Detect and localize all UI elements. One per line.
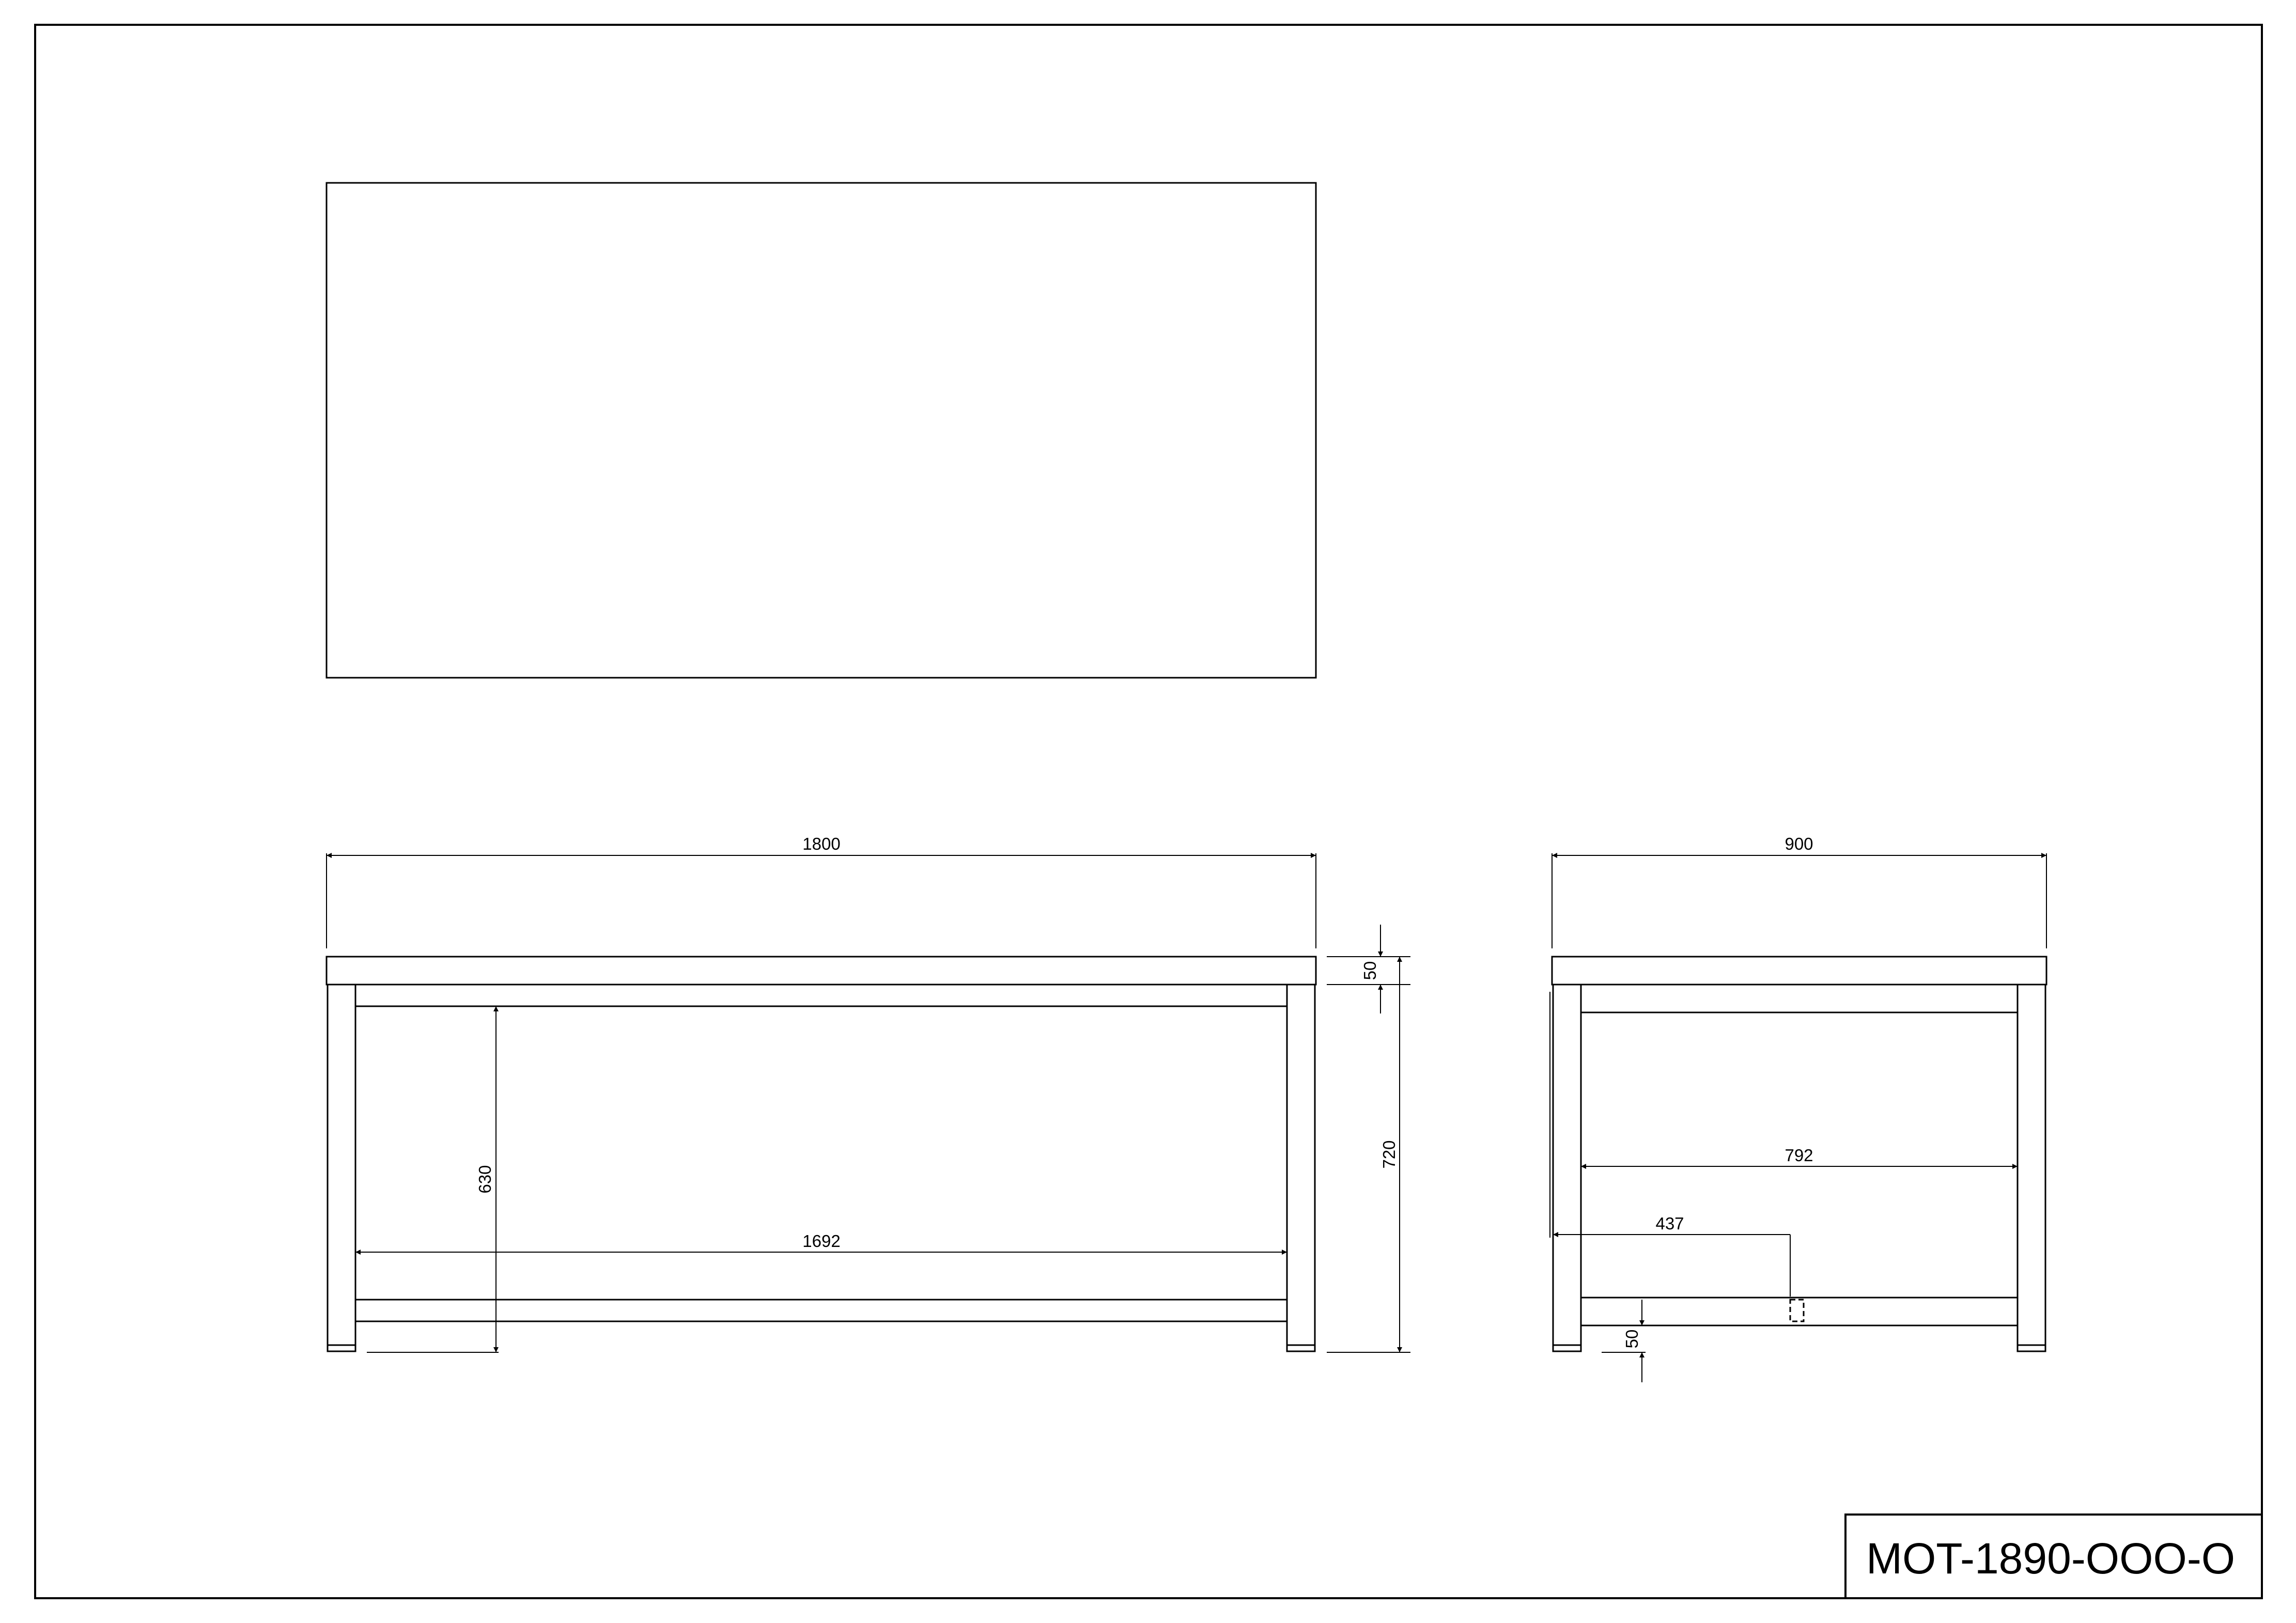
side-right-leg	[2016, 984, 2046, 1352]
side-tabletop	[1551, 956, 2047, 986]
hidden-foot-detail	[1789, 1299, 1805, 1322]
side-left-leg	[1552, 984, 1582, 1352]
dimension-overall-height: 720	[1327, 957, 1410, 1353]
dimension-clear-height: 630	[367, 1006, 499, 1353]
dimension-label-50-top: 50	[1360, 961, 1379, 980]
dimension-center-offset: 437	[1553, 1214, 1791, 1297]
side-upper-rail	[1580, 984, 2019, 1013]
side-lower-rail	[1580, 1297, 2019, 1327]
title-block-frame	[1844, 1513, 2263, 1599]
dimension-inner-width: 1692	[355, 1231, 1287, 1255]
front-left-leg	[327, 984, 356, 1352]
side-view: 900 792 437 50	[1549, 834, 2047, 1382]
sheet-border	[34, 24, 2263, 1599]
dimension-label-1800: 1800	[802, 834, 840, 853]
dimension-bottom-clearance: 50	[1602, 1300, 1646, 1382]
front-right-leg	[1286, 984, 1316, 1352]
dimension-inner-depth: 792	[1581, 1146, 2018, 1169]
front-upper-rail	[354, 984, 1288, 1007]
front-lower-rail	[354, 1299, 1288, 1322]
dimension-label-437: 437	[1655, 1214, 1684, 1233]
dimension-label-630: 630	[475, 1165, 494, 1193]
dimension-label-900: 900	[1785, 834, 1813, 853]
title-block: MOT-1890-OOO-O	[1844, 1513, 2263, 1599]
front-tabletop	[325, 956, 1317, 986]
dimension-label-1692: 1692	[802, 1231, 840, 1251]
top-view-tabletop	[325, 182, 1317, 679]
dimension-label-50-bottom: 50	[1622, 1330, 1641, 1349]
dimension-top-thickness: 50	[1327, 925, 1410, 1013]
dimension-overall-depth: 900	[1552, 834, 2047, 948]
drawing-number: MOT-1890-OOO-O	[1866, 1534, 2235, 1583]
dimension-label-720: 720	[1379, 1140, 1399, 1168]
dimension-label-792: 792	[1785, 1146, 1813, 1165]
front-view: 1800 50 720 630 1692	[325, 834, 1410, 1353]
dimension-overall-width: 1800	[326, 834, 1316, 948]
